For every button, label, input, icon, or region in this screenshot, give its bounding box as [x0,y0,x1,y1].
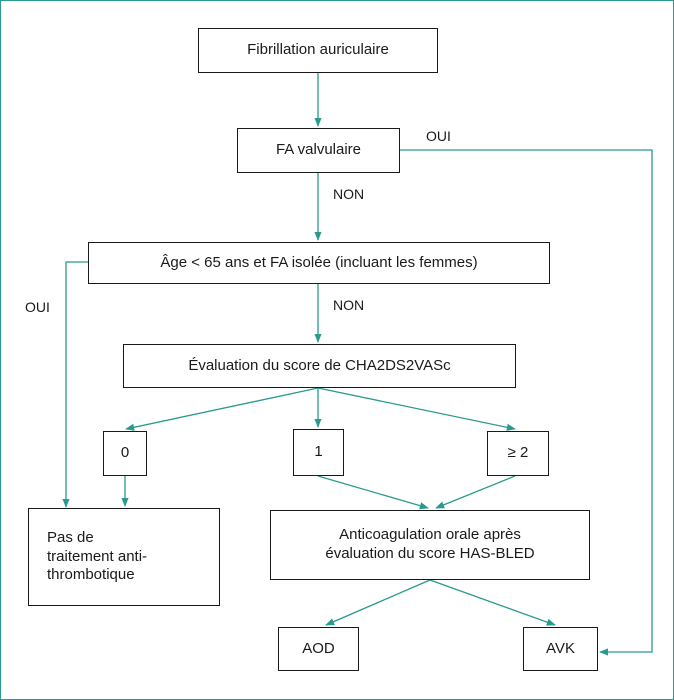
node-avk-label: AVK [546,639,575,657]
edge-label-valv-non: NON [333,186,365,202]
node-age-fa-isolee-label: Âge < 65 ans et FA isolée (incluant les … [160,253,478,271]
node-anticoagulation-orale-label: Anticoagulation orale après évaluation d… [325,526,535,562]
node-score-1-label: 1 [314,443,323,461]
node-fibrillation-auriculaire: Fibrillation auriculaire [198,28,438,73]
arrow-anticoag-to-avk [429,579,556,626]
arrow-2-to-anticoag [435,475,516,509]
node-score-2-plus: ≥ 2 [487,431,549,476]
arrow-score-to-0 [125,387,319,431]
edge-label-age-oui: OUI [25,299,50,315]
node-score-1: 1 [293,429,344,476]
edge-label-valv-oui: OUI [426,128,451,144]
arrow-score-to-2 [317,387,516,431]
arrow-1-to-anticoag [317,475,429,510]
node-fa-valvulaire: FA valvulaire [237,128,400,173]
node-pas-de-traitement: Pas de traitement anti- thrombotique [28,508,220,606]
node-age-fa-isolee: Âge < 65 ans et FA isolée (incluant les … [88,242,550,284]
node-avk: AVK [523,627,598,671]
node-aod: AOD [278,627,359,671]
edge-label-age-non: NON [333,297,365,313]
arrow-age-oui-to-pas [62,261,88,508]
node-score-0-label: 0 [120,444,130,462]
node-fibrillation-auriculaire-label: Fibrillation auriculaire [247,41,389,59]
arrow-valv-oui-to-avk [400,149,653,656]
node-score-0: 0 [103,431,147,476]
node-score-cha2ds2vasc-label: Évaluation du score de CHA2DS2VASc [188,356,451,374]
node-pas-de-traitement-label: Pas de traitement anti- thrombotique [47,528,148,584]
arrow-anticoag-to-aod [325,579,431,626]
node-fa-valvulaire-label: FA valvulaire [275,141,362,159]
node-aod-label: AOD [302,639,335,657]
node-anticoagulation-orale: Anticoagulation orale après évaluation d… [270,510,590,580]
node-score-cha2ds2vasc: Évaluation du score de CHA2DS2VASc [123,344,516,388]
node-score-2-plus-label: ≥ 2 [507,444,529,462]
